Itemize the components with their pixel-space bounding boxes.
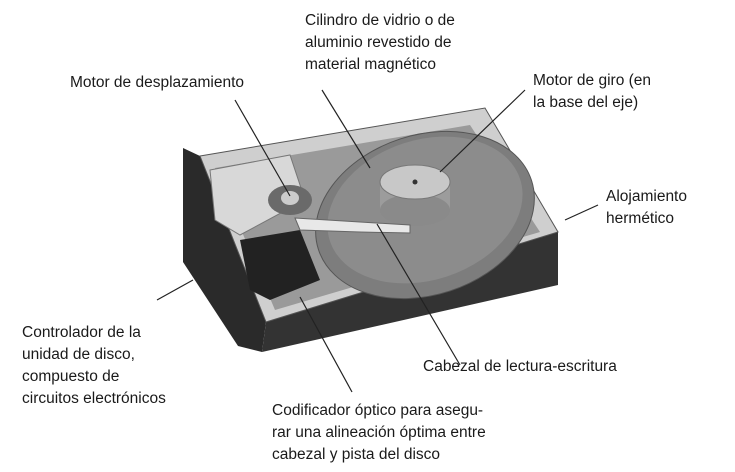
label-cabezal: Cabezal de lectura-escritura <box>423 358 617 375</box>
label-controlador: Controlador de la unidad de disco, compu… <box>22 324 166 407</box>
label-cilindro: Cilindro de vidrio o de aluminio revesti… <box>305 12 455 73</box>
label-codificador: Codificador óptico para asegu- rar una a… <box>272 402 486 463</box>
leader-lines <box>156 89 599 393</box>
spindle-hub <box>379 164 451 226</box>
label-alojamiento: Alojamiento hermético <box>606 188 687 227</box>
label-motor-giro: Motor de giro (en la base del eje) <box>533 72 652 111</box>
actuator <box>209 154 411 300</box>
label-motor-desplazamiento: Motor de desplazamiento <box>70 74 245 91</box>
